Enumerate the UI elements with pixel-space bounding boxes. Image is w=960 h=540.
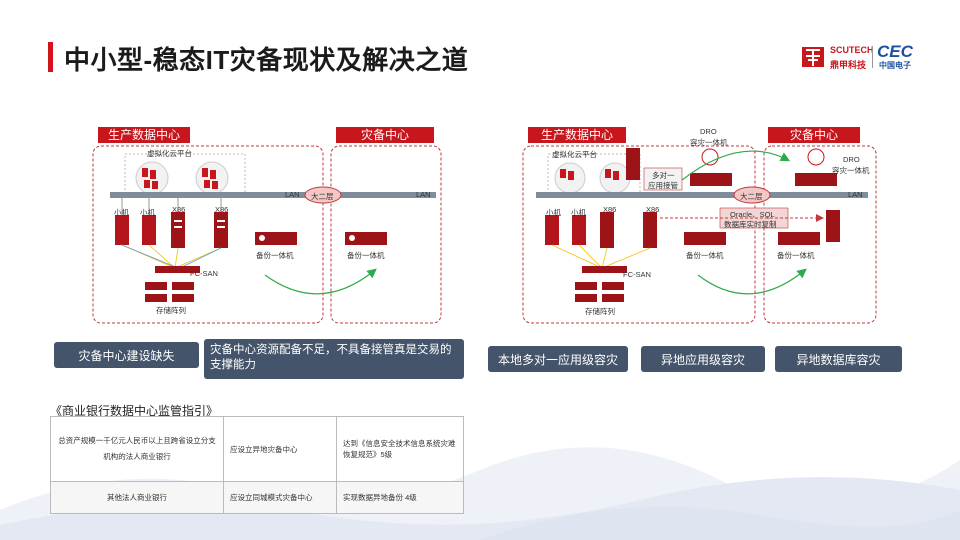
right-x86-2: X86 — [646, 205, 660, 214]
page-title: 中小型-稳态IT灾备现状及解决之道 — [64, 45, 469, 75]
left-backup-remote: 备份一体机 — [347, 251, 385, 260]
right-dr-label: 灾备中心 — [768, 127, 860, 143]
right-storage: 存储阵列 — [585, 307, 615, 316]
table-cell: 其他法人商业银行 — [50, 481, 224, 514]
table-cell: 达到《信息安全技术信息系统灾难恢复规范》5级 — [336, 415, 464, 483]
left-lan-dr-label: LAN — [416, 190, 431, 199]
right-lan-label: LAN — [848, 190, 863, 199]
table-cell: 应设立异地灾备中心 — [223, 415, 337, 483]
right-backup-local: 备份一体机 — [686, 251, 724, 260]
right-x86-1: X86 — [603, 205, 617, 214]
right-mini-1: 小机 — [546, 208, 561, 217]
mountain-background — [0, 447, 960, 540]
regulation-table: 总资产规模一千亿元人民币以上且跨省设立分支机构的法人商业银行 应设立异地灾备中心… — [50, 415, 464, 514]
right-diagram-canvas — [522, 145, 877, 324]
right-wan-label: 大二层 — [740, 192, 763, 201]
right-production-label: 生产数据中心 — [528, 127, 626, 143]
left-diagram-canvas — [92, 145, 442, 324]
scutech-logo-cn: 鼎甲科技 — [830, 60, 867, 70]
right-dro-top-sub: 容灾一体机 — [690, 138, 728, 147]
left-x86-1: X86 — [172, 205, 186, 214]
left-mini-2: 小机 — [140, 208, 155, 217]
table-row: 总资产规模一千亿元人民币以上且跨省设立分支机构的法人商业银行 应设立异地灾备中心… — [50, 415, 464, 483]
production-zone-border-r — [522, 145, 756, 324]
right-cloud-label: 虚拟化云平台 — [552, 150, 597, 159]
left-backup-local: 备份一体机 — [256, 251, 294, 260]
right-multi-2: 应用接管 — [648, 181, 678, 190]
dr-zone-border-r — [763, 145, 877, 324]
left-fc-san: FC-SAN — [190, 269, 218, 278]
table-cell: 总资产规模一千亿元人民币以上且跨省设立分支机构的法人商业银行 — [50, 415, 224, 483]
left-lan-label: LAN — [285, 190, 300, 199]
remote-db-dr-button[interactable]: 异地数据库容灾 — [775, 346, 902, 372]
gap-insufficient-button[interactable]: 灾备中心资源配备不足，不具备接管真是交易的支撑能力 — [204, 339, 464, 379]
right-oracle-1: Oracle、SQL — [730, 210, 775, 219]
scutech-logo-icon — [802, 47, 824, 67]
gap-missing-button[interactable]: 灾备中心建设缺失 — [54, 342, 199, 368]
cec-logo-text: CEC — [877, 42, 913, 61]
table-row: 其他法人商业银行 应设立同城模式灾备中心 实现数据异地备份 4级 — [50, 481, 464, 514]
table-cell: 实现数据异地备份 4级 — [336, 481, 464, 514]
production-zone-border — [92, 145, 324, 324]
left-cloud-label: 虚拟化云平台 — [147, 149, 192, 158]
right-backup-remote: 备份一体机 — [777, 251, 815, 260]
right-dro-top: DRO — [700, 127, 717, 136]
logo-separator — [872, 46, 873, 68]
right-multi-1: 多对一 — [652, 171, 675, 180]
left-wan-label: 大二层 — [311, 192, 334, 201]
table-cell: 应设立同城模式灾备中心 — [223, 481, 337, 514]
local-app-dr-button[interactable]: 本地多对一应用级容灾 — [488, 346, 628, 372]
left-storage: 存储阵列 — [156, 306, 186, 315]
cec-logo-cn: 中国电子 — [879, 61, 911, 70]
right-dro-right: DRO — [843, 155, 860, 164]
right-oracle-2: 数据库实时复制 — [724, 220, 777, 229]
right-fc-san: FC-SAN — [623, 270, 651, 279]
left-production-label: 生产数据中心 — [98, 127, 190, 143]
title-accent-bar — [48, 42, 53, 72]
right-mini-2: 小机 — [571, 208, 586, 217]
remote-app-dr-button[interactable]: 异地应用级容灾 — [641, 346, 765, 372]
dr-zone-border — [330, 145, 442, 324]
left-dr-label: 灾备中心 — [336, 127, 434, 143]
left-x86-2: X86 — [215, 205, 229, 214]
scutech-logo-text: SCUTECH — [830, 45, 874, 55]
guide-title: 《商业银行数据中心监管指引》 — [50, 404, 219, 418]
left-mini-1: 小机 — [114, 208, 129, 217]
right-dro-right-sub: 容灾一体机 — [832, 166, 870, 175]
